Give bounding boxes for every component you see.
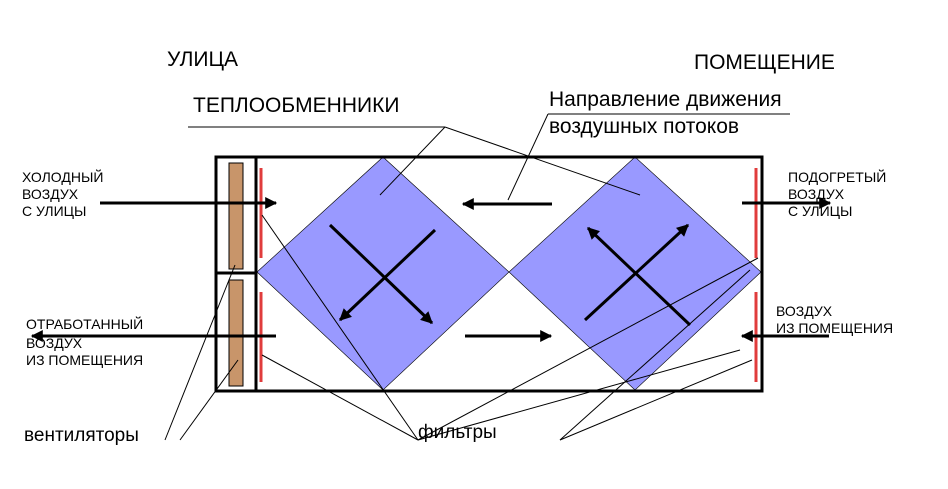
label-filters: фильтры bbox=[418, 422, 497, 443]
label-fans: вентиляторы bbox=[24, 425, 139, 446]
leader-lines bbox=[164, 113, 790, 441]
label-cold-air-1: ХОЛОДНЫЙ bbox=[22, 168, 103, 185]
label-heated-air-3: С УЛИЦЫ bbox=[788, 203, 852, 219]
fan-top bbox=[228, 162, 244, 270]
label-cold-air-2: ВОЗДУХ bbox=[22, 186, 79, 202]
cross-arrow-right-b bbox=[583, 223, 690, 322]
label-heated-air-2: ВОЗДУХ bbox=[788, 186, 845, 202]
cross-arrow-left-a bbox=[328, 223, 434, 325]
label-exhaust-air-1: ОТРАБОТАННЫЙ bbox=[26, 315, 143, 332]
label-exhaust-air-2: ВОЗДУХ bbox=[26, 335, 83, 351]
label-cold-air-3: С УЛИЦЫ bbox=[22, 203, 86, 219]
fan-bottom bbox=[228, 279, 244, 387]
cross-arrow-right-a bbox=[586, 226, 692, 327]
label-flow-direction-1: Направление движения bbox=[549, 88, 782, 111]
label-exhaust-air-3: ИЗ ПОМЕЩЕНИЯ bbox=[26, 352, 143, 368]
cross-arrow-left-b bbox=[338, 228, 437, 322]
label-flow-direction-2: воздушных потоков bbox=[549, 115, 739, 138]
label-room-air-1: ВОЗДУХ bbox=[776, 303, 833, 319]
label-room: ПОМЕЩЕНИЕ bbox=[694, 51, 835, 74]
label-street: УЛИЦА bbox=[167, 48, 238, 71]
label-room-air-2: ИЗ ПОМЕЩЕНИЯ bbox=[776, 320, 893, 336]
label-heat-exchangers: ТЕПЛООБМЕННИКИ bbox=[193, 94, 399, 117]
label-heated-air-1: ПОДОГРЕТЫЙ bbox=[788, 168, 886, 185]
